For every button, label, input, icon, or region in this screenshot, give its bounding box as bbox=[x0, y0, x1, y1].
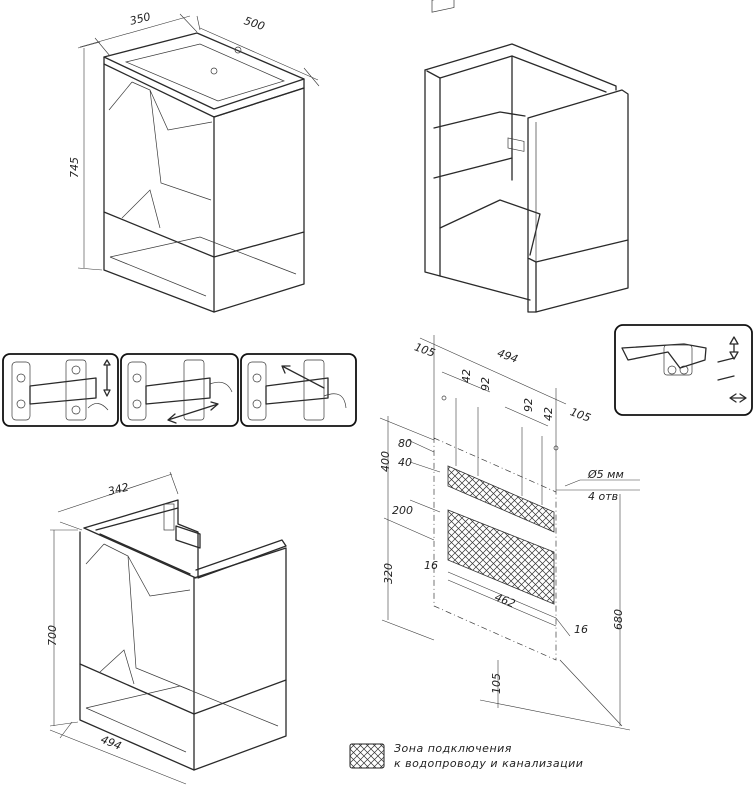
depth-adjust-arrow-icon bbox=[281, 365, 325, 389]
dim-view1-height: 745 bbox=[68, 157, 81, 178]
connection-zone-upper bbox=[447, 465, 555, 533]
hinge-adjust-panel-2 bbox=[120, 353, 239, 427]
dim-hole-right-b: 42 bbox=[542, 407, 555, 421]
dim-view3-height: 700 bbox=[46, 625, 59, 646]
dim-mount-top-width: 494 bbox=[495, 346, 519, 365]
connection-zone-lower bbox=[447, 509, 555, 605]
vertical-arrow-icon bbox=[729, 336, 739, 360]
dim-view3-width: 494 bbox=[99, 733, 123, 753]
legend: Зона подключения к водопроводу и канализ… bbox=[349, 742, 583, 770]
dim-total-680: 680 bbox=[612, 609, 625, 630]
hole-spec-count: 4 отв bbox=[588, 490, 618, 503]
hole-spec-diameter: Ø5 мм bbox=[587, 468, 624, 481]
view-vanity-no-sink: 342 700 494 bbox=[46, 471, 287, 785]
dim-mount-right-offset: 105 bbox=[568, 405, 592, 424]
dim-height-200: 200 bbox=[392, 504, 413, 517]
legend-hatch-swatch bbox=[349, 743, 385, 769]
horizontal-adjust-arrow-icon bbox=[167, 401, 219, 424]
dim-hole-left-b: 92 bbox=[479, 377, 492, 391]
dim-hole-left-a: 42 bbox=[460, 369, 473, 383]
view-open-carcass bbox=[424, 0, 629, 313]
dim-height-320: 320 bbox=[382, 563, 395, 584]
view-assembled-with-sink: 350 500 745 bbox=[68, 10, 320, 313]
legend-line1: Зона подключения bbox=[394, 742, 512, 755]
dim-view3-depth: 342 bbox=[107, 481, 131, 499]
dim-zone-width: 462 bbox=[493, 591, 517, 611]
dim-mount-left-offset: 105 bbox=[413, 340, 437, 359]
legend-line2: к водопроводу и канализации bbox=[394, 757, 583, 770]
hinge-adjust-panel-3 bbox=[240, 353, 357, 427]
dim-height-400: 400 bbox=[379, 451, 392, 472]
horizontal-arrow-icon bbox=[729, 393, 747, 403]
hinge-detail-panel bbox=[614, 324, 753, 416]
dim-side-16-right: 16 bbox=[574, 623, 588, 636]
vertical-adjust-arrow-icon bbox=[103, 359, 111, 397]
dim-view1-depth: 350 bbox=[128, 10, 152, 28]
dim-view1-width: 500 bbox=[242, 14, 266, 33]
dim-height-80: 80 bbox=[398, 437, 412, 450]
view-mounting-scheme: 494 105 105 42 92 92 42 400 80 40 200 32… bbox=[379, 335, 640, 731]
hinge-adjust-panel-1 bbox=[2, 353, 119, 427]
dim-hole-right-a: 92 bbox=[522, 398, 535, 412]
dim-bottom-105: 105 bbox=[490, 673, 503, 694]
dim-side-16-left: 16 bbox=[424, 559, 438, 572]
dim-height-40: 40 bbox=[398, 456, 412, 469]
